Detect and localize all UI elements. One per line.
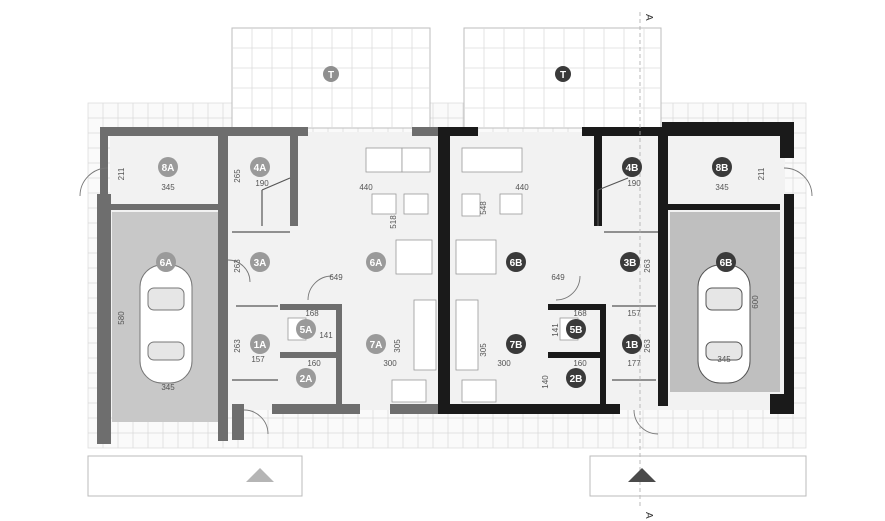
- dimension-label: 190: [627, 179, 641, 188]
- dimension-label: 345: [717, 355, 731, 364]
- room-label: 6A: [370, 258, 383, 269]
- dimension-label: 345: [161, 383, 175, 392]
- dimension-label: 649: [329, 273, 343, 282]
- room-label: 8B: [716, 163, 729, 174]
- dimension-label: 300: [497, 359, 511, 368]
- dimensions-right: 440 548 190 211 345 649 263 600 168 141 …: [479, 167, 766, 389]
- car-left: [139, 264, 193, 384]
- dimension-label: 265: [233, 169, 242, 183]
- terrace-right: [463, 27, 662, 129]
- partitions: [232, 177, 658, 381]
- dimension-label: 157: [627, 309, 641, 318]
- dimension-label: 305: [479, 343, 488, 357]
- section-mark-top: A: [643, 14, 654, 21]
- dimension-label: 305: [393, 339, 402, 353]
- dimension-label: 649: [551, 273, 565, 282]
- entrance-arrow-left: [246, 468, 274, 482]
- dimension-label: 263: [643, 259, 652, 273]
- dimension-label: 168: [573, 309, 587, 318]
- dimension-label: 300: [383, 359, 397, 368]
- room-label: 8A: [162, 163, 175, 174]
- room-label: 1A: [254, 340, 267, 351]
- terrace-label-left: T: [328, 70, 334, 81]
- doors: [79, 167, 813, 435]
- car-right: [697, 264, 751, 384]
- dimension-label: 211: [757, 167, 766, 180]
- dimension-label: 211: [117, 167, 126, 180]
- room-label: 6A: [160, 258, 173, 269]
- room-label: 2A: [300, 374, 313, 385]
- dimension-label: 440: [359, 183, 373, 192]
- room-label: 1B: [626, 340, 639, 351]
- room-badges-right: 6B 4B 8B 6B 3B 5B 7B 1B 2B: [506, 157, 736, 388]
- section-mark-bottom: A: [643, 512, 654, 519]
- room-label: 4A: [254, 163, 267, 174]
- dimension-label: 177: [627, 359, 641, 368]
- dimension-label: 345: [161, 183, 175, 192]
- room-label: 7A: [370, 340, 383, 351]
- dimension-label: 157: [251, 355, 265, 364]
- room-label: 6B: [510, 258, 523, 269]
- dimension-label: 160: [307, 359, 321, 368]
- terrace-badge-left: T: [323, 66, 339, 82]
- room-badges-left: 8A 4A 6A 3A 6A 1A 5A 7A 2A: [156, 157, 386, 388]
- walls-left: [97, 127, 440, 444]
- dimension-label: 141: [551, 323, 560, 337]
- dimension-label: 580: [117, 311, 126, 325]
- entrance-arrow-right: [628, 468, 656, 482]
- room-label: 3A: [254, 258, 267, 269]
- room-label: 4B: [626, 163, 639, 174]
- room-label: 3B: [624, 258, 637, 269]
- terrace-label-right: T: [560, 70, 566, 81]
- dimension-label: 263: [233, 339, 242, 353]
- room-label: 2B: [570, 374, 583, 385]
- walls-right: [438, 122, 794, 414]
- dimension-label: 600: [751, 295, 760, 309]
- dimension-label: 141: [319, 331, 333, 340]
- entrance-strips: [87, 455, 807, 497]
- room-label: 5B: [570, 325, 583, 336]
- dimension-label: 140: [541, 375, 550, 389]
- terrace-badge-right: T: [555, 66, 571, 82]
- dimension-label: 548: [479, 201, 488, 215]
- dimension-label: 168: [305, 309, 319, 318]
- dimension-label: 440: [515, 183, 529, 192]
- furniture: [287, 147, 579, 403]
- dimension-label: 263: [643, 339, 652, 353]
- dimension-label: 160: [573, 359, 587, 368]
- room-label: 7B: [510, 340, 523, 351]
- room-label: 6B: [720, 258, 733, 269]
- dimensions-left: 345 211 190 265 440 518 263 649 580 345 …: [117, 167, 402, 392]
- dimension-label: 345: [715, 183, 729, 192]
- room-label: 5A: [300, 325, 313, 336]
- dimension-label: 518: [389, 215, 398, 229]
- dimension-label: 190: [255, 179, 269, 188]
- dimension-label: 263: [233, 259, 242, 273]
